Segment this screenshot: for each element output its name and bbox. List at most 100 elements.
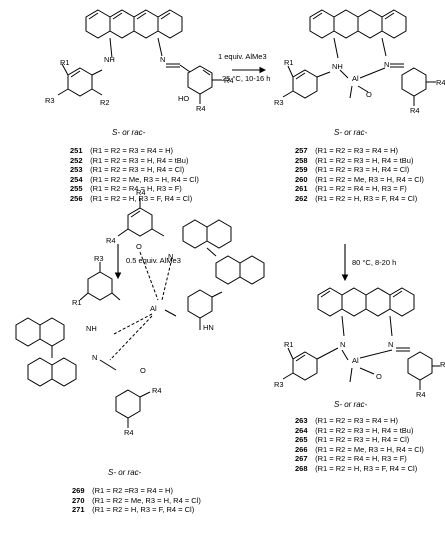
al-bis-complex-structure	[15, 198, 265, 428]
compound-substituents: (R1 = R2 = R3 = H, R4 = tBu)	[88, 155, 189, 165]
compound-entry: 264 (R1 = R2 = R3 = H, R4 = tBu)	[295, 426, 424, 436]
atom-label-r3-c: R3	[94, 254, 104, 263]
compound-substituents: (R1 = R2 = Me, R3 = H, R4 = Cl)	[313, 444, 424, 454]
atom-label-n-b: N	[384, 60, 390, 69]
atom-label-nh-c: NH	[86, 324, 97, 333]
atom-label-n-e: N	[340, 340, 346, 349]
compound-number: 262	[295, 193, 308, 203]
compound-entry: 259 (R1 = R2 = R3 = H, R4 = Cl)	[295, 165, 424, 175]
right-arrow-conditions: 80 °C, 8-20 h	[352, 258, 397, 267]
atom-label-al-c: Al	[150, 304, 157, 313]
compound-substituents: (R1 = R2 = R4 = H, R3 = F)	[313, 184, 407, 194]
stereo-label-complex-left: S- or rac-	[108, 468, 142, 477]
atom-label-r1-c: R1	[72, 298, 82, 307]
compound-number: 263	[295, 416, 308, 425]
top-arrow-reagent: 1 equiv. AlMe3	[218, 52, 267, 61]
compound-number: 268	[295, 463, 308, 473]
compound-substituents: (R1 = R2 = R3 = H, R4 = tBu)	[313, 155, 414, 165]
atom-label-al-e: Al	[352, 356, 359, 365]
stereo-label-ligand: S- or rac-	[112, 128, 146, 137]
compound-number: 252	[70, 155, 83, 165]
compound-number: 267	[295, 454, 308, 464]
compound-substituents: (R1 = R2 = R3 = R4 = H)	[88, 146, 174, 155]
compound-substituents: (R1 = R2 = R4 = H, R3 = F)	[88, 184, 182, 194]
atom-label-r4: R4	[224, 76, 234, 85]
atom-label-r4-c: R4	[136, 188, 146, 197]
compound-number: 254	[70, 174, 83, 184]
complex-top-list: 257 (R1 = R2 = R3 = R4 = H)258 (R1 = R2 …	[295, 146, 424, 204]
compound-entry: 270 (R1 = R2 = Me, R3 = H, R4 = Cl)	[72, 496, 201, 506]
atom-label-ho: HO	[178, 94, 190, 103]
complex-right-list: 263 (R1 = R2 = R3 = R4 = H)264 (R1 = R2 …	[295, 416, 424, 474]
atom-label-r4b: R4	[196, 104, 206, 113]
atom-label-r4-d: R4	[106, 236, 116, 245]
compound-substituents: (R1 = R2 = R3 = H, R4 = Cl)	[88, 165, 185, 175]
compound-number: 256	[70, 193, 83, 203]
atom-label-n-d: N	[92, 353, 98, 362]
al-complex-bottom-structure	[282, 287, 440, 390]
atom-label-o-e: O	[376, 372, 382, 381]
compound-number: 269	[72, 486, 85, 495]
compound-substituents: (R1 = R2 = R3 = H, R4 = tBu)	[313, 425, 414, 435]
stereo-label-complex-right: S- or rac-	[334, 400, 368, 409]
compound-number: 271	[72, 505, 85, 515]
atom-label-r3: R3	[45, 96, 55, 105]
compound-entry: 269 (R1 = R2 =R3 = R4 = H)	[72, 486, 201, 496]
compound-entry: 251 (R1 = R2 = R3 = R4 = H)	[70, 146, 199, 156]
atom-label-r1-b: R1	[284, 58, 294, 67]
atom-label-o-c: O	[136, 242, 142, 251]
atom-label-r4-f: R4	[124, 428, 134, 437]
compound-entry: 255 (R1 = R2 = R4 = H, R3 = F)	[70, 184, 199, 194]
compound-number: 259	[295, 165, 308, 175]
al-complex-top-structure	[282, 9, 436, 106]
compound-number: 251	[70, 146, 83, 155]
atom-label-o-d: O	[140, 366, 146, 375]
compound-number: 260	[295, 174, 308, 184]
compound-entry: 262 (R1 = R2 = H, R3 = F, R4 = Cl)	[295, 194, 424, 204]
atom-label-r1-e: R1	[284, 340, 294, 349]
atom-label-nh: NH	[104, 55, 115, 64]
compound-entry: 260 (R1 = R2 = Me, R3 = H, R4 = Cl)	[295, 175, 424, 185]
atom-label-r4c: R4	[410, 106, 420, 115]
compound-substituents: (R1 = R2 = R3 = R4 = H)	[313, 416, 399, 425]
compound-number: 257	[295, 146, 308, 155]
compound-number: 266	[295, 444, 308, 454]
atom-label-nh-b: NH	[332, 62, 343, 71]
atom-label-r4-e: R4	[152, 386, 162, 395]
compound-number: 270	[72, 495, 85, 505]
atom-label-n-c: N	[168, 252, 174, 261]
atom-label-o-b: O	[366, 90, 372, 99]
compound-substituents: (R1 = R2 = R3 = H, R4 = Cl)	[313, 165, 410, 175]
compound-entry: 256 (R1 = R2 = H, R3 = F, R4 = Cl)	[70, 194, 199, 204]
compound-substituents: (R1 = R2 = R3 = R4 = H)	[313, 146, 399, 155]
compound-substituents: (R1 = R2 = H, R3 = F, R4 = Cl)	[313, 463, 418, 473]
compound-entry: 263 (R1 = R2 = R3 = R4 = H)	[295, 416, 424, 426]
compound-substituents: (R1 = R2 = Me, R3 = H, R4 = Cl)	[313, 174, 424, 184]
atom-label-r2: R2	[100, 98, 110, 107]
compound-number: 261	[295, 184, 308, 194]
atom-label-r3-b: R3	[274, 98, 284, 107]
atom-label-r4-h: R4	[416, 390, 426, 399]
ligand-structure	[57, 9, 222, 104]
compound-number: 253	[70, 165, 83, 175]
compound-entry: 254 (R1 = R2 = Me, R3 = H, R4 = Cl)	[70, 175, 199, 185]
compound-substituents: (R1 = R2 =R3 = R4 = H)	[90, 486, 173, 495]
compound-entry: 258 (R1 = R2 = R3 = H, R4 = tBu)	[295, 156, 424, 166]
compound-number: 264	[295, 425, 308, 435]
atom-label-r4-b: R4	[436, 78, 445, 87]
atom-label-n-f: N	[388, 340, 394, 349]
compound-substituents: (R1 = R2 = H, R3 = F, R4 = Cl)	[313, 193, 418, 203]
compound-substituents: (R1 = R2 = Me, R3 = H, R4 = Cl)	[90, 495, 201, 505]
left-arrow-reagent: 0.5 equiv. AlMe3	[126, 256, 181, 265]
top-arrow-conditions: 25 °C, 10-16 h	[222, 74, 271, 83]
ligand-list: 251 (R1 = R2 = R3 = R4 = H)252 (R1 = R2 …	[70, 146, 199, 204]
compound-number: 255	[70, 184, 83, 194]
atom-label-r3-e: R3	[274, 380, 284, 389]
atom-label-r4-g: R4	[440, 360, 445, 369]
complex-left-list: 269 (R1 = R2 =R3 = R4 = H)270 (R1 = R2 =…	[72, 486, 201, 515]
compound-entry: 253 (R1 = R2 = R3 = H, R4 = Cl)	[70, 165, 199, 175]
compound-entry: 252 (R1 = R2 = R3 = H, R4 = tBu)	[70, 156, 199, 166]
compound-entry: 257 (R1 = R2 = R3 = R4 = H)	[295, 146, 424, 156]
